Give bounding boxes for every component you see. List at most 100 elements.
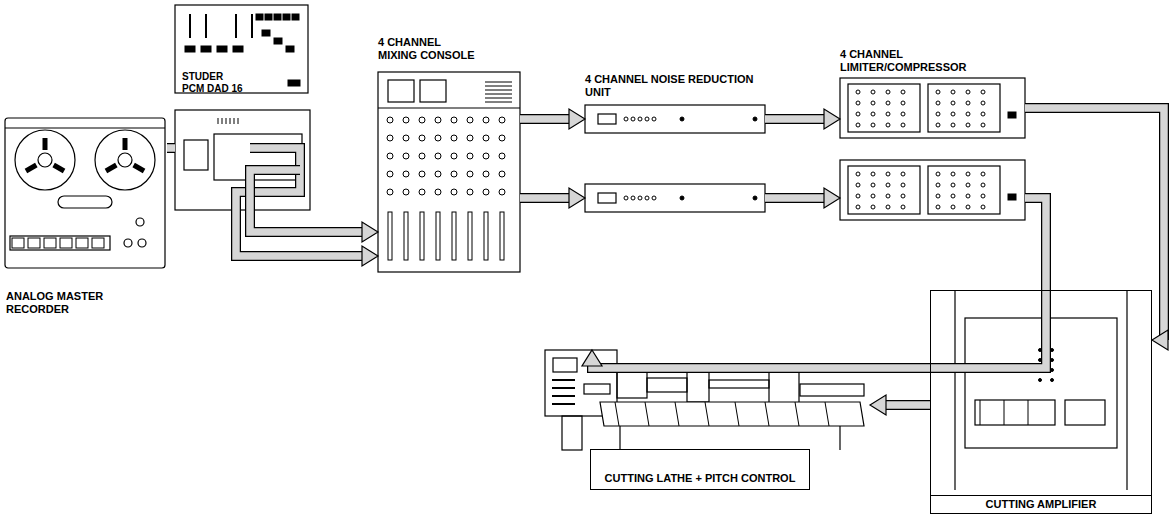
knob-dot (981, 90, 985, 94)
amp-display (975, 400, 1055, 425)
cutter-head (617, 372, 647, 398)
recorder-housing (5, 118, 165, 268)
knob (124, 239, 132, 247)
band-outline (592, 198, 1046, 368)
band-fill (885, 401, 930, 409)
console-knob (483, 189, 489, 195)
channel-panel (848, 166, 920, 214)
pcm-processor: STUDER PCM DAD 16 (175, 5, 310, 210)
transport-buttons (10, 236, 110, 250)
tape-head (58, 196, 112, 208)
knob-dot (871, 112, 875, 116)
band-outline (885, 400, 930, 410)
band-outline (765, 114, 825, 124)
signal-band (236, 210, 378, 266)
console-knob (387, 189, 393, 195)
key (265, 14, 272, 20)
tape-recorder: ANALOG MASTER RECORDER (2, 115, 167, 270)
knob-dot (856, 101, 860, 105)
switch (598, 193, 616, 203)
indicator-bar (235, 14, 237, 38)
band-outline (250, 210, 363, 232)
led (680, 117, 684, 121)
recorder-edge (5, 127, 165, 128)
knob-dot (951, 172, 955, 176)
knob-dot (856, 194, 860, 198)
console-knob (419, 189, 425, 195)
knob-dot (886, 90, 890, 94)
band-outline (250, 170, 300, 210)
knob-dot (901, 123, 905, 127)
knob-dot (871, 194, 875, 198)
console-knob (499, 135, 505, 141)
console-knob (483, 171, 489, 177)
knob-dot (966, 123, 970, 127)
key (217, 46, 227, 52)
console-knob (499, 153, 505, 159)
knob-dot (901, 90, 905, 94)
console-knob (435, 189, 441, 195)
device-label: STUDER PCM DAD 16 (182, 71, 248, 95)
vent (230, 118, 231, 124)
led (753, 196, 757, 200)
knob-dot (981, 205, 985, 209)
console-knob (451, 135, 457, 141)
knob-dot (856, 172, 860, 176)
vent (234, 118, 235, 124)
arrowhead (824, 109, 840, 129)
knob-dot (966, 90, 970, 94)
knob-dot (981, 194, 985, 198)
console-knob (387, 171, 393, 177)
table-leg (619, 426, 620, 450)
knob-dot (966, 183, 970, 187)
panel-key (552, 387, 575, 389)
device-label: ANALOG MASTER RECORDER (6, 290, 118, 316)
channel-panel (928, 166, 1000, 214)
band-fill (520, 115, 570, 123)
console-knob (419, 171, 425, 177)
amp-side (1126, 290, 1127, 490)
console-knob (451, 189, 457, 195)
knob-dot (886, 101, 890, 105)
panel-key (552, 395, 575, 397)
key (233, 46, 243, 52)
lathe-table (600, 402, 864, 426)
console-knob (467, 171, 473, 177)
console-knob (467, 153, 473, 159)
reel-spoke (54, 165, 64, 171)
led (680, 196, 684, 200)
panel-line (378, 107, 520, 108)
led (652, 196, 656, 200)
switch (1008, 112, 1016, 118)
nr-unit (585, 105, 765, 133)
console-knob (419, 153, 425, 159)
cutting-amplifier: CUTTING AMPLIFIER (930, 290, 1152, 514)
console-knob (435, 135, 441, 141)
disk-slot (184, 140, 208, 170)
knob-dot (886, 112, 890, 116)
band-fill (765, 194, 825, 202)
fader-slot (452, 212, 456, 260)
arrowhead (824, 188, 840, 208)
console-knob (483, 153, 489, 159)
carriage-arm (647, 378, 687, 392)
band-outline (520, 114, 570, 124)
channel-panel (928, 84, 1000, 132)
knob-dot (936, 112, 940, 116)
limiter-unit (840, 78, 1025, 138)
mixing-console: 4 CHANNEL MIXING CONSOLE (378, 72, 520, 272)
signal-band (870, 395, 930, 415)
knob-dot (901, 172, 905, 176)
knob-dot (936, 183, 940, 187)
console-knob (387, 135, 393, 141)
key (274, 14, 281, 20)
limiter-compressor: 4 CHANNEL LIMITER/COMPRESSOR (840, 78, 1025, 138)
knob-dot (886, 205, 890, 209)
console-knob (387, 153, 393, 159)
knob-dot (901, 112, 905, 116)
fader-slot (388, 212, 392, 260)
knob-dot (886, 194, 890, 198)
arrowhead (362, 222, 378, 242)
band-fill (236, 148, 300, 210)
